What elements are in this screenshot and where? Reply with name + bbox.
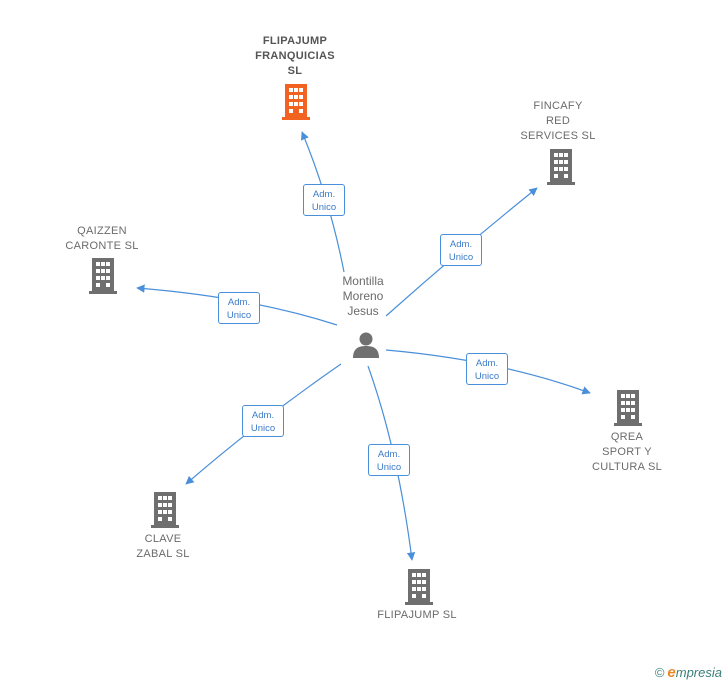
edge-label-qaizzen[interactable]: Adm. Unico <box>218 292 260 324</box>
brand-footer: ©empresia <box>655 664 722 681</box>
building-icon-qrea[interactable] <box>614 390 642 426</box>
node-label-qaizzen[interactable]: QAIZZEN CARONTE SL <box>65 225 139 252</box>
brand-logo-initial: e <box>667 664 676 681</box>
building-icon-fincafy[interactable] <box>547 149 575 185</box>
node-label-flipajump[interactable]: FLIPAJUMP SL <box>377 609 457 621</box>
edge-label-flipajump[interactable]: Adm. Unico <box>368 444 410 476</box>
node-label-flipajump-franquicias[interactable]: FLIPAJUMP FRANQUICIAS SL <box>255 35 335 77</box>
brand-logo-text: mpresia <box>675 665 722 680</box>
edge-label-flipajump-franquicias[interactable]: Adm. Unico <box>303 184 345 216</box>
node-label-clave[interactable]: CLAVE ZABAL SL <box>136 533 190 560</box>
building-icon-flipajump[interactable] <box>405 569 433 605</box>
edge-label-fincafy[interactable]: Adm. Unico <box>440 234 482 266</box>
edge-label-qrea[interactable]: Adm. Unico <box>466 353 508 385</box>
building-icon-qaizzen[interactable] <box>89 258 117 294</box>
person-name[interactable]: Montilla Moreno Jesus <box>342 274 384 318</box>
copyright-icon: © <box>654 665 665 680</box>
node-label-qrea[interactable]: QREA SPORT Y CULTURA SL <box>591 431 663 473</box>
building-icon-flipajump-franquicias[interactable] <box>282 84 310 120</box>
edge-label-clave[interactable]: Adm. Unico <box>242 405 284 437</box>
building-icon-clave[interactable] <box>151 492 179 528</box>
node-label-fincafy[interactable]: FINCAFY RED SERVICES SL <box>520 100 596 142</box>
person-icon[interactable] <box>351 330 381 360</box>
